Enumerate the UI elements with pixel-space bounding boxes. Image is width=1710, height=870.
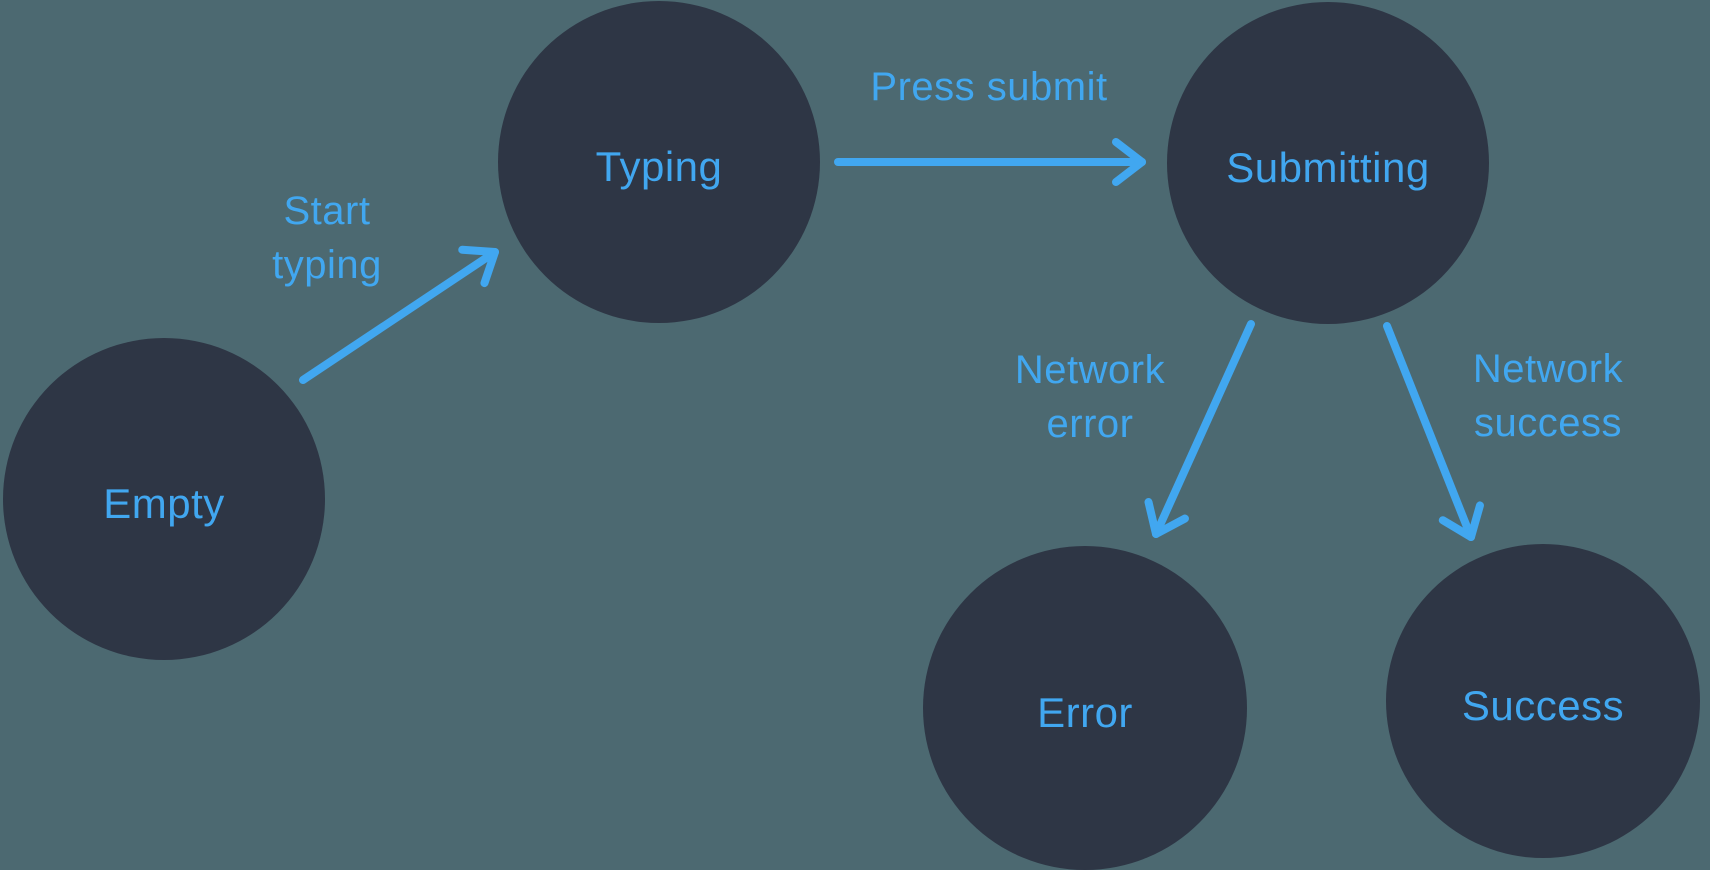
state-node-submitting: Submitting <box>1167 2 1489 324</box>
state-node-error: Error <box>923 546 1247 870</box>
edge-line-network-success <box>1383 322 1484 541</box>
state-node-empty: Empty <box>3 338 325 660</box>
state-node-success: Success <box>1386 544 1700 858</box>
state-node-typing: Typing <box>498 1 820 323</box>
edge-label-network-error: Network error <box>1014 348 1166 446</box>
state-node-label-empty: Empty <box>103 480 225 527</box>
state-node-label-error: Error <box>1037 689 1133 736</box>
edge-line-start-typing <box>299 245 499 384</box>
edge-label-start-typing: Start typing <box>272 189 382 287</box>
edge-line-network-error <box>1144 320 1255 538</box>
state-node-label-success: Success <box>1461 682 1625 729</box>
edge-label-press-submit: Press submit <box>870 65 1108 109</box>
state-node-label-submitting: Submitting <box>1226 144 1430 191</box>
edge-label-network-success: Network success <box>1472 347 1624 445</box>
state-node-label-typing: Typing <box>595 143 723 190</box>
